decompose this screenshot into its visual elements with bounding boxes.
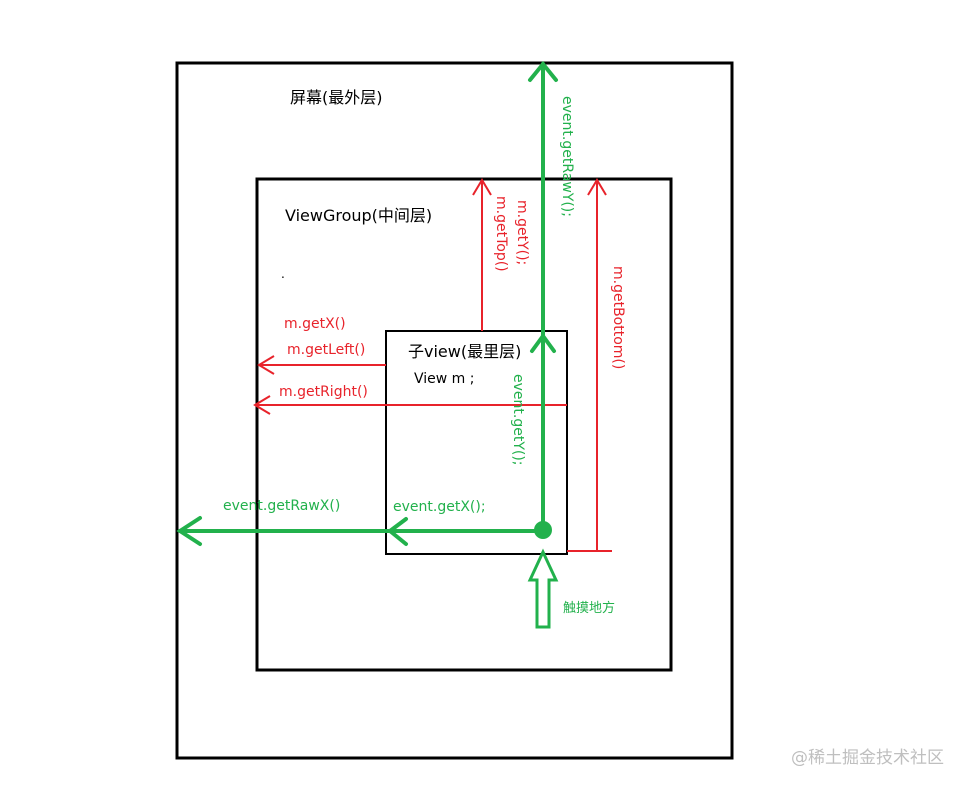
child-view-code: View m ;: [414, 371, 474, 387]
event-y-label: event.getY();: [510, 374, 526, 466]
event-raw-x-label: event.getRawX(): [223, 498, 340, 514]
event-raw-y-label: event.getRawY();: [559, 96, 575, 217]
touch-point-label: 触摸地方: [563, 600, 615, 616]
get-bottom-arrow: [567, 178, 612, 552]
child-view-label: 子view(最里层): [408, 342, 521, 361]
get-left-label: m.getLeft(): [287, 342, 365, 358]
get-bottom-label: m.getBottom(): [610, 266, 626, 369]
viewgroup-box: [255, 177, 673, 672]
get-x-label: m.getX(): [284, 316, 346, 332]
child-view-box: [385, 330, 568, 555]
get-top-label: m.getTop(): [493, 196, 509, 272]
watermark: @稀土掘金技术社区: [791, 748, 944, 768]
screen-box: [175, 61, 734, 760]
event-raw-y-arrow: [528, 60, 558, 533]
viewgroup-label: ViewGroup(中间层): [285, 206, 432, 225]
event-x-label: event.getX();: [393, 499, 486, 515]
get-right-label: m.getRight(): [279, 384, 368, 400]
get-left-arrow: [257, 355, 386, 375]
screen-label: 屏幕(最外层): [290, 88, 383, 107]
get-y-label: m.getY();: [514, 200, 530, 265]
get-top-arrow: [472, 178, 492, 331]
touch-point-dot: [534, 521, 552, 539]
touch-indicator-arrow: [527, 548, 559, 629]
get-right-arrow: [253, 395, 567, 415]
stray-dot: .: [281, 267, 285, 281]
event-raw-x-arrow: [176, 516, 545, 546]
